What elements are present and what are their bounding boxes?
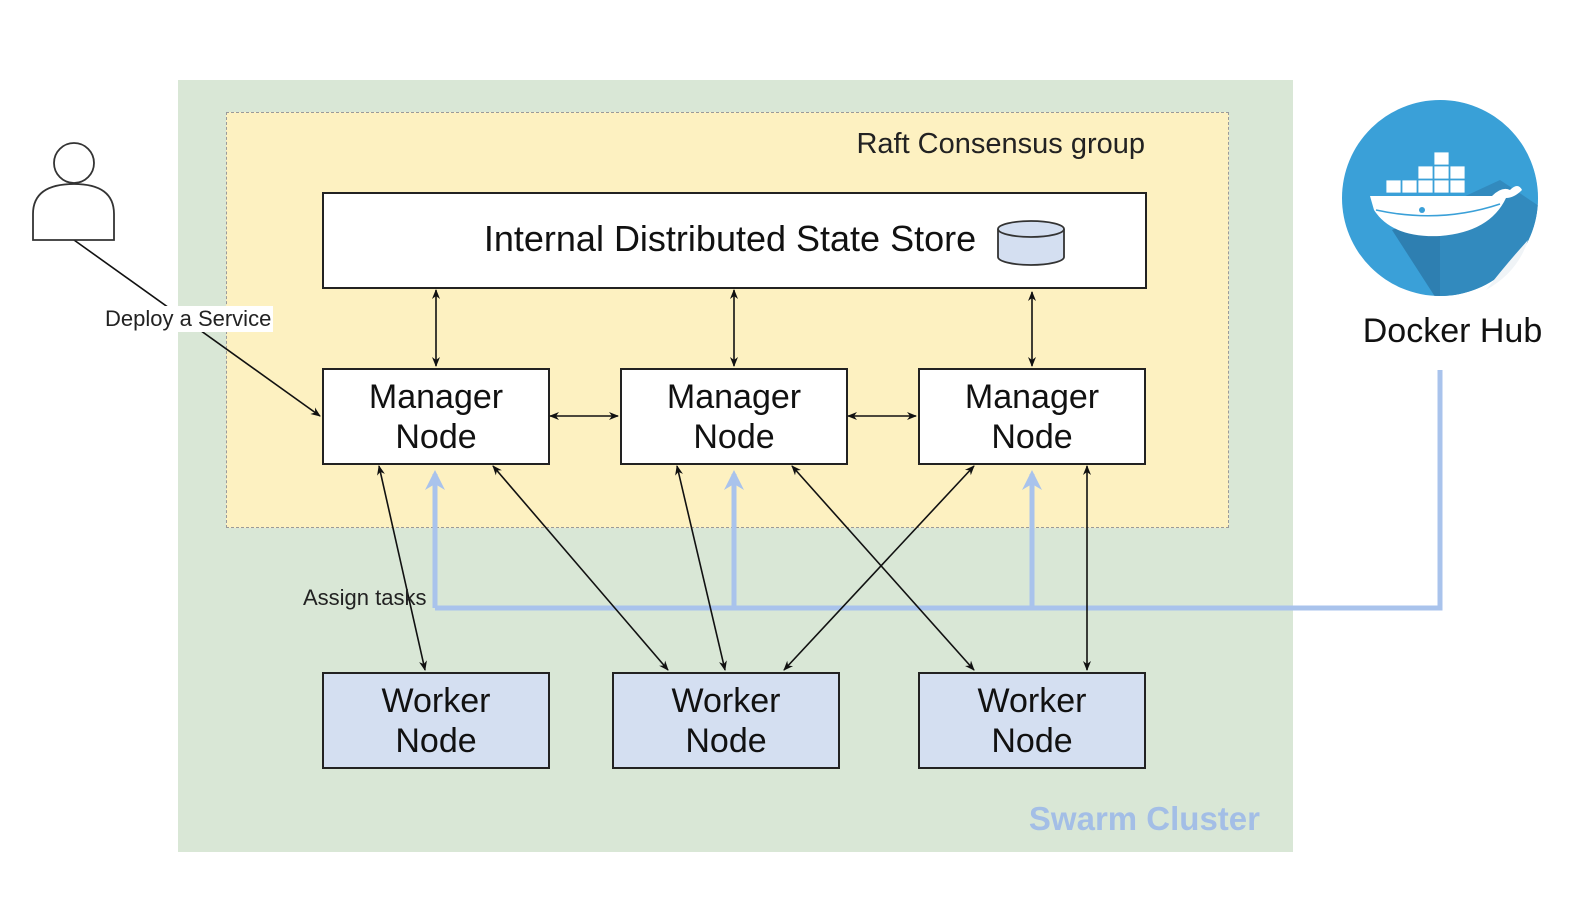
manager-node-2: Manager Node [620,368,848,465]
worker-node-3-line2: Node [991,721,1073,760]
assign-tasks-label: Assign tasks [303,585,427,610]
worker-node-2-line1: Worker [671,681,781,720]
manager-node-1-line1: Manager [368,377,504,416]
deploy-service-label: Deploy a Service [103,306,274,332]
manager-1-worker-1-link [377,465,427,671]
database-icon [997,220,1065,266]
manager-node-3-line1: Manager [964,377,1100,416]
docker-hub-label: Docker Hub [1362,312,1543,350]
manager-1-worker-2-link [492,465,669,671]
worker-node-3: Worker Node [918,672,1146,769]
worker-node-2: Worker Node [612,672,840,769]
manager-node-2-line1: Manager [666,377,802,416]
user-icon [32,142,115,241]
registry-main-line [435,370,1443,611]
raft-group-label: Raft Consensus group [856,128,1145,160]
manager-node-3-line2: Node [991,417,1073,456]
manager-node-2-line2: Node [693,417,775,456]
manager-node-3: Manager Node [918,368,1146,465]
registry-pull-lines [425,370,1443,611]
manager-2-worker-2-link [675,465,727,671]
manager-3-worker-2-link [783,465,975,671]
docker-whale-icon [1342,100,1538,296]
worker-node-2-line2: Node [685,721,767,760]
worker-node-1-line2: Node [395,721,477,760]
swarm-cluster-label: Swarm Cluster [1028,800,1260,837]
state-store-label: Internal Distributed State Store [483,218,977,259]
manager-node-1-line2: Node [395,417,477,456]
worker-node-1: Worker Node [322,672,550,769]
manager-node-1: Manager Node [322,368,550,465]
manager-2-worker-3-link [791,465,975,671]
worker-node-1-line1: Worker [381,681,491,720]
worker-node-3-line1: Worker [977,681,1087,720]
